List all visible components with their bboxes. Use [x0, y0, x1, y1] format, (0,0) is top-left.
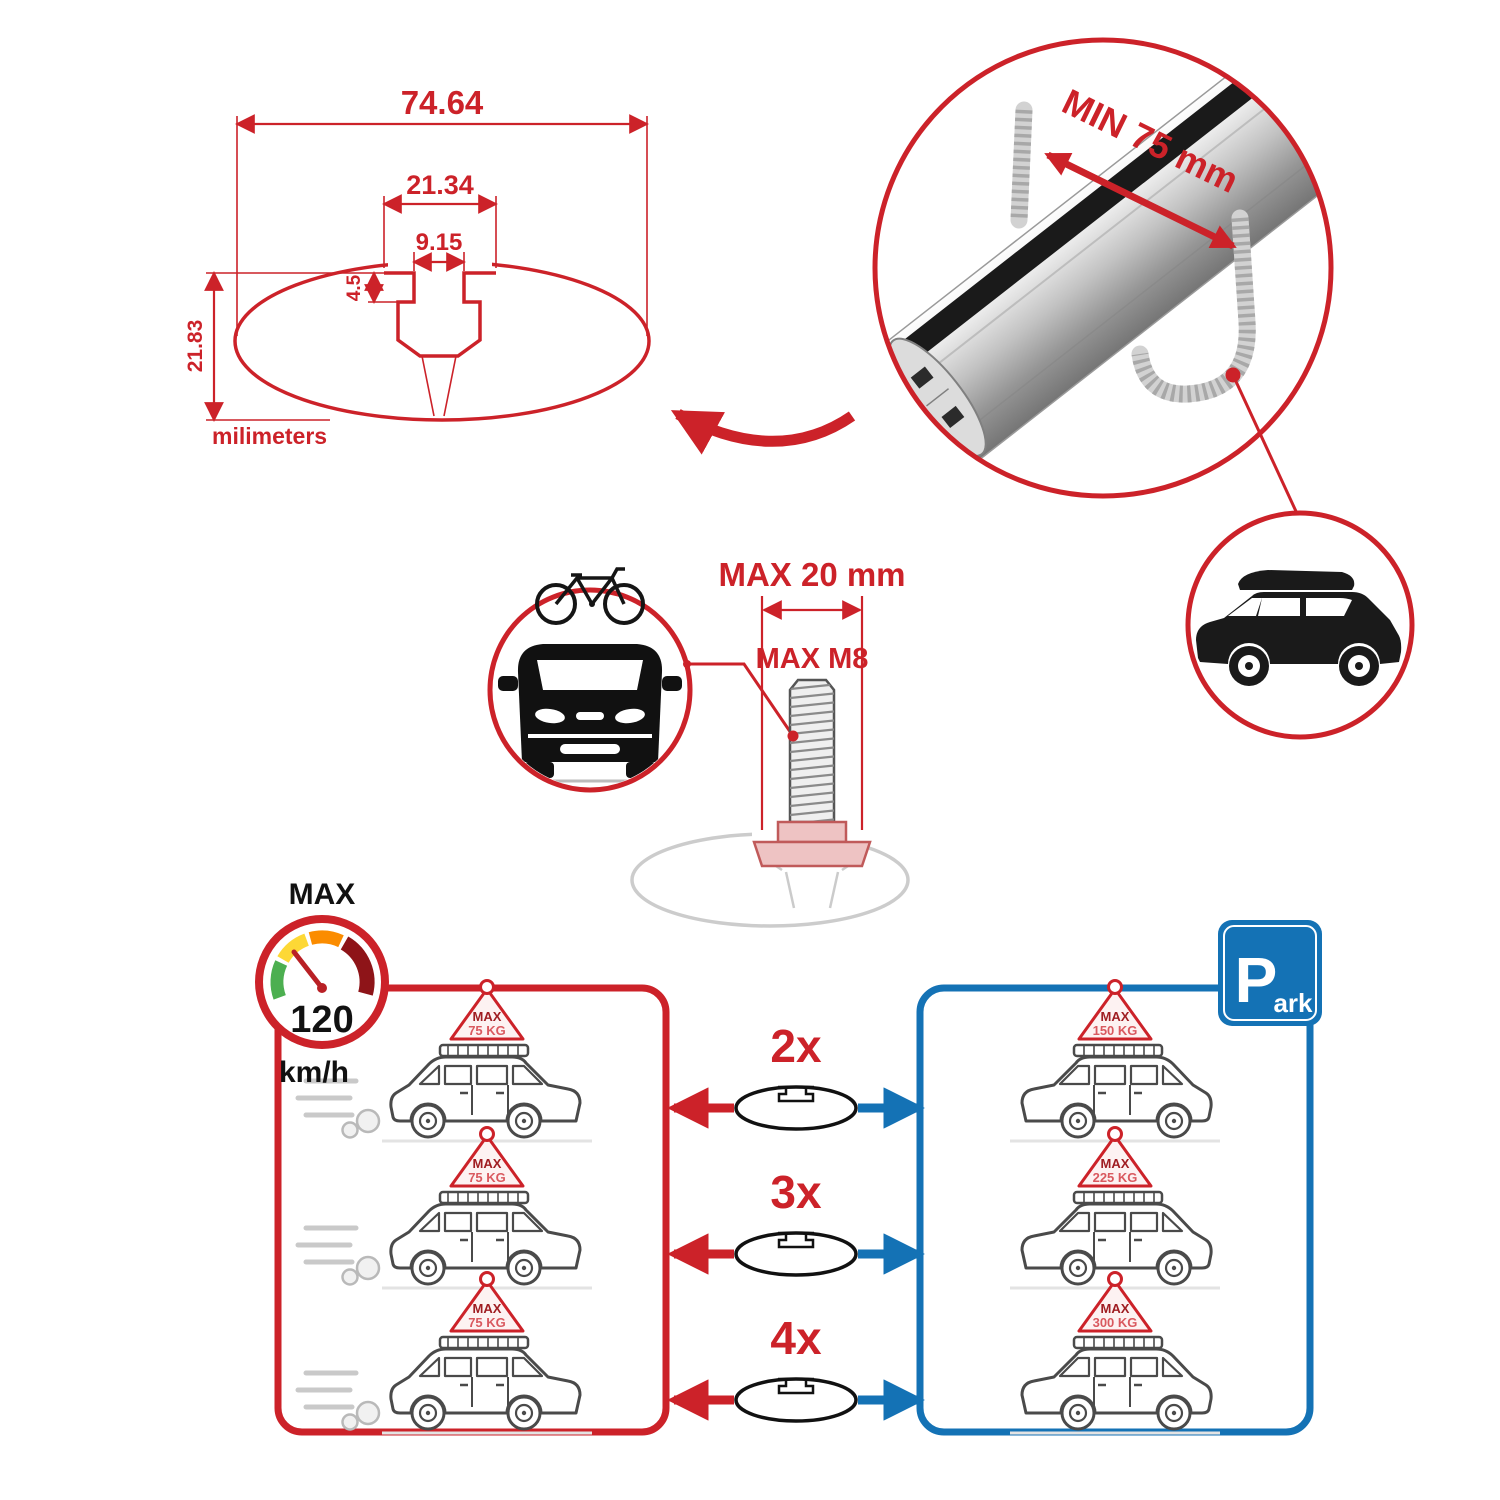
car-mirror-left: [498, 676, 518, 691]
svg-text:MAX: MAX: [473, 1301, 502, 1316]
car-front-content: [495, 644, 685, 783]
bar-count-row-3: 4x: [667, 1312, 925, 1423]
headlight-left: [535, 708, 565, 724]
exploded-view-arrow: [670, 409, 856, 455]
bolt-neck: [776, 820, 848, 844]
load-limit-tag: MAX 75 KG: [449, 979, 525, 1041]
bar-profile-icon: [734, 1231, 858, 1277]
bolt-threads: [790, 680, 834, 822]
speed-gauge: [270, 930, 375, 1000]
slot-width-label: 9.15: [416, 229, 463, 256]
crossbar-closeup: MIN 75 mm: [872, 37, 1334, 521]
bar-profile-slot: [777, 1377, 815, 1395]
bolt-t-head: [752, 840, 872, 868]
bar-profile-slot: [777, 1231, 815, 1249]
dimension-slot-width: 9.15: [412, 229, 466, 272]
driving-car-3: MAX 75 KG: [298, 1271, 592, 1435]
bar-count-row-1: 2x: [667, 1020, 925, 1131]
bike-icon: [535, 567, 645, 625]
profile-arc-mask: [388, 255, 492, 272]
bar-count-row-2: 3x: [667, 1166, 925, 1277]
slot-depth-label: 4.5: [344, 274, 365, 301]
bolt-callout-line: [687, 662, 795, 737]
dimension-slot-depth: 4.5: [344, 271, 398, 304]
total-height-label: 21.83: [184, 320, 207, 373]
car-grille: [576, 712, 604, 720]
parked-car-3: MAX 300 KG: [1010, 1271, 1220, 1435]
suv-windshield: [1228, 598, 1262, 616]
bar-profile-icon: [734, 1377, 858, 1423]
bar-profile-icon: [734, 1085, 858, 1131]
load-limit-tag: MAX 225 KG: [1077, 1126, 1153, 1188]
min-span-arrow: [1044, 151, 1237, 250]
svg-text:75 KG: 75 KG: [468, 1315, 506, 1330]
load-limit-tag: MAX 300 KG: [1077, 1271, 1153, 1333]
fitting-rod-right: [1131, 209, 1256, 403]
upper-width-label: 21.34: [406, 170, 474, 200]
svg-text:MAX: MAX: [1101, 1301, 1130, 1316]
parking-letter: P: [1235, 944, 1278, 1016]
profile-ellipse: [233, 260, 651, 422]
svg-text:75 KG: 75 KG: [468, 1023, 506, 1038]
parking-sign-border: [1223, 925, 1317, 1021]
parking-sign: P ark: [1218, 920, 1322, 1026]
svg-text:75 KG: 75 KG: [468, 1170, 506, 1185]
dimension-total-width: 74.64: [235, 84, 649, 336]
multiplier-label: 4x: [770, 1312, 822, 1364]
load-limit-tag: MAX 75 KG: [449, 1126, 525, 1188]
car-front-badge: [487, 567, 693, 793]
headlight-right: [615, 708, 645, 724]
bolt-max-thread-label: MAX M8: [756, 643, 869, 675]
vehicle-roofbox-badge: [1185, 510, 1415, 740]
callout-line-to-vehicle: [1231, 374, 1302, 521]
multiplier-label: 2x: [770, 1020, 822, 1072]
profile-stem-lines: [421, 355, 457, 417]
callout-dot: [1225, 367, 1241, 383]
crossbar-cross-section-diagram: 74.64 21.34 9.15 4.5 21.83 milimeters: [184, 84, 651, 449]
car-mirror-right: [662, 676, 682, 691]
svg-text:MAX: MAX: [1101, 1009, 1130, 1024]
speed-limit-badge: MAX 120 km/h: [255, 878, 389, 1089]
svg-text:225 KG: 225 KG: [1093, 1170, 1138, 1185]
dimension-total-height: 21.83: [184, 271, 384, 422]
dimension-upper-width: 21.34: [382, 170, 498, 268]
profile-t-slot-channel: [384, 271, 496, 358]
load-limit-tag: MAX 75 KG: [449, 1271, 525, 1333]
parked-car-1: MAX 150 KG: [1010, 979, 1220, 1143]
gauge-needle: [291, 949, 325, 991]
parking-sign-board: [1218, 920, 1322, 1026]
bolt-diagram: MAX 20 mm MAX M8: [630, 556, 910, 928]
svg-text:MAX: MAX: [473, 1009, 502, 1024]
svg-text:MAX: MAX: [473, 1156, 502, 1171]
roof-box: [1238, 570, 1355, 590]
bolt-max-width-label: MAX 20 mm: [718, 556, 905, 593]
closeup-ring: [872, 37, 1334, 499]
speed-unit: km/h: [279, 1056, 349, 1089]
speed-max-label: MAX: [289, 878, 356, 911]
parking-suffix: ark: [1273, 988, 1313, 1018]
bolt-callout-dot: [787, 730, 799, 742]
fitting-rod-left: [1010, 101, 1033, 229]
multiplier-label: 3x: [770, 1166, 822, 1218]
suv-window-1: [1258, 598, 1300, 616]
speed-value: 120: [290, 999, 353, 1041]
svg-text:150 KG: 150 KG: [1093, 1023, 1138, 1038]
car-intake: [560, 744, 620, 754]
total-width-label: 74.64: [401, 84, 484, 121]
suv-window-2: [1306, 598, 1352, 616]
svg-text:MAX: MAX: [1101, 1156, 1130, 1171]
bar-profile-slot: [777, 1085, 815, 1103]
load-limit-tag: MAX 150 KG: [1077, 979, 1153, 1041]
car-front-windshield: [537, 660, 643, 690]
units-label: milimeters: [212, 423, 327, 449]
svg-text:300 KG: 300 KG: [1093, 1315, 1138, 1330]
